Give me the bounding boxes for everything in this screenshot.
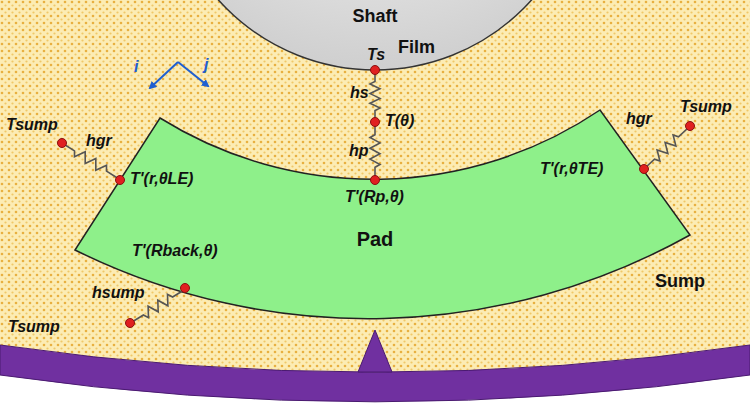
trailing-edge-temperature: T'(r,θTE) xyxy=(540,160,603,178)
pad-surface-temperature: T'(Rp,θ) xyxy=(345,188,404,206)
temperature-node xyxy=(371,176,380,185)
back-temperature: T'(Rback,θ) xyxy=(132,242,218,260)
axis-label: j xyxy=(204,56,208,74)
temperature-node xyxy=(181,284,190,293)
thermal-resistor xyxy=(370,122,380,180)
leading-edge-temperature: T'(r,θLE) xyxy=(130,170,193,188)
outside-area xyxy=(0,345,750,412)
heat-coefficient: hgr xyxy=(86,132,112,150)
node-title: Shaft xyxy=(353,6,398,27)
temperature-node xyxy=(126,319,135,328)
shaft-temperature: Ts xyxy=(367,46,385,64)
node-title: Pad xyxy=(357,228,394,251)
temperature-node xyxy=(686,122,695,131)
pad-node: Pad xyxy=(75,108,690,320)
film-temperature: T(θ) xyxy=(385,112,414,130)
film-label: Film xyxy=(398,38,435,58)
shaft-circle xyxy=(165,0,585,70)
pad-shape xyxy=(75,110,690,319)
housing-band xyxy=(0,345,750,402)
axis-j xyxy=(178,62,208,86)
heat-coefficient: hp xyxy=(349,142,369,160)
heat-coefficient: hgr xyxy=(626,110,652,128)
pivot xyxy=(358,330,392,372)
temperature-node xyxy=(371,66,380,75)
temperature-node xyxy=(116,176,125,185)
sump-temperature: Tsump xyxy=(8,318,60,336)
axis-i xyxy=(150,62,178,88)
pad-outline xyxy=(75,108,690,320)
temperature-node xyxy=(371,118,380,127)
thermal-resistor xyxy=(645,128,688,168)
heat-coefficient: hsump xyxy=(92,284,144,302)
axis-label: i xyxy=(134,58,138,76)
temperature-node xyxy=(58,139,67,148)
sump-temperature: Tsump xyxy=(680,98,732,116)
sump-label: Sump xyxy=(655,272,705,292)
temperature-node xyxy=(640,165,649,174)
thermal-resistor xyxy=(370,70,380,122)
heat-coefficient: hs xyxy=(350,84,369,102)
sump-temperature: Tsump xyxy=(6,116,58,134)
